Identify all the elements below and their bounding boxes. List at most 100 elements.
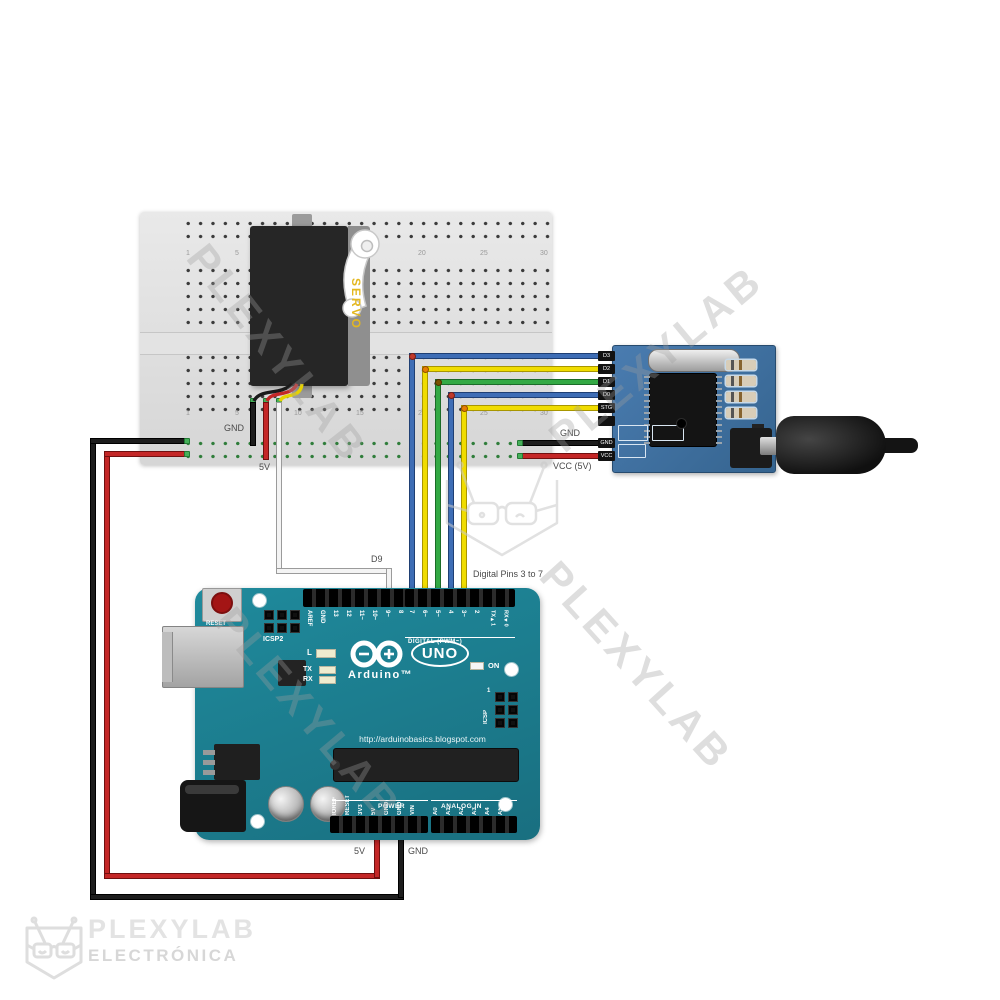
icsp2-pin	[264, 610, 274, 620]
wire-bendpoint	[409, 353, 416, 360]
resistor	[726, 360, 756, 370]
label-servo-5v: 5V	[259, 462, 271, 472]
resonator-component	[278, 660, 306, 686]
led-rx-label: RX	[303, 676, 313, 683]
module-pin-d3: D3	[598, 351, 615, 361]
pin-label: 3~	[460, 610, 466, 617]
bb-col-label: 10	[294, 410, 302, 417]
wire-tip	[517, 453, 523, 459]
pin-label: 5~	[434, 610, 440, 617]
icsp-pin	[508, 718, 518, 728]
mounting-hole	[252, 593, 267, 608]
wire-signal-d7-h	[409, 353, 606, 359]
label-module-vcc: VCC (5V)	[553, 461, 592, 471]
wire-servo-signal-v1	[276, 402, 282, 574]
usb-connector	[162, 626, 244, 688]
wire-servo-signal-h	[276, 568, 392, 574]
silkscreen-line	[332, 800, 428, 801]
pin-label: 12	[345, 610, 351, 617]
module-pin-nc	[598, 416, 615, 426]
pin-label: 8	[397, 610, 403, 614]
wire-signal-d6-h	[422, 366, 606, 372]
silkscreen-box	[618, 444, 646, 458]
bb-col-label: 1	[186, 250, 190, 257]
pin-label: 13	[332, 610, 338, 617]
led-l	[316, 649, 336, 658]
module-pin-d0: D0	[598, 390, 615, 400]
wire-bendpoint	[461, 405, 468, 412]
wire-bendpoint	[422, 366, 429, 373]
pin-label: 6~	[421, 610, 427, 617]
pin-label: IOREF	[332, 796, 338, 815]
servo-body	[250, 226, 348, 386]
dc-plug-cable	[878, 438, 918, 453]
resistor	[726, 392, 756, 402]
brand-logo-icon	[25, 916, 83, 980]
watermark-glasses-icon	[445, 461, 559, 557]
pin-label-rx: RX◄0	[502, 610, 509, 627]
reset-button-cap	[211, 592, 233, 614]
digital-header-right	[405, 589, 515, 607]
power-caption: POWER	[378, 803, 406, 810]
on-label: ON	[488, 661, 500, 670]
bb-col-label: 30	[540, 410, 548, 417]
ic-pins-left	[644, 376, 650, 444]
breadboard-bottom-rails	[182, 437, 554, 463]
led-l-label: L	[307, 648, 312, 657]
digital-header-left	[303, 589, 409, 607]
icsp2-pin	[264, 623, 274, 633]
bb-col-label: 1	[186, 410, 190, 417]
icsp-label: ICSP	[483, 709, 489, 724]
icsp2-pin	[277, 610, 287, 620]
brand-subtitle: ELECTRÓNICA	[88, 946, 239, 965]
icsp2-pin	[277, 623, 287, 633]
wire-bendpoint	[448, 392, 455, 399]
dc-plug-body	[776, 416, 886, 474]
bb-col-label: 15	[356, 410, 364, 417]
pin-label: A5	[498, 807, 504, 815]
bb-col-label: 20	[418, 250, 426, 257]
ic-pins-right	[716, 376, 722, 444]
servo-cable	[252, 382, 304, 403]
pin-label: AREF	[306, 610, 312, 627]
bb-col-label: 5	[235, 250, 239, 257]
module-pin-gnd: GND	[598, 438, 615, 448]
capacitor	[268, 786, 304, 822]
pin-label: A1	[446, 807, 452, 815]
wire-signal-d5-h	[435, 379, 606, 385]
bb-col-label: 30	[540, 250, 548, 257]
pin-label: VIN	[410, 804, 416, 815]
module-pin-d2: D2	[598, 364, 615, 374]
silkscreen-box	[652, 425, 684, 441]
brand-name: PLEXYLAB	[88, 914, 257, 944]
analog-header	[431, 816, 517, 833]
silkscreen-box	[618, 425, 648, 441]
arduino-brand-text: Arduino™	[348, 669, 414, 681]
wire-servo-gnd-jumper	[250, 402, 256, 446]
led-rx	[319, 676, 336, 684]
bb-col-label: 25	[480, 410, 488, 417]
label-uno-gnd: GND	[408, 846, 428, 856]
pin-label: A3	[472, 807, 478, 815]
mcu-notch	[330, 760, 340, 770]
servo-label: SERVO	[349, 278, 363, 330]
icsp-pin	[495, 692, 505, 702]
arduino-board	[195, 588, 540, 840]
icsp2-label: ICSP2	[263, 636, 284, 643]
led-tx-label: TX	[303, 666, 312, 673]
pin-label: 10~	[371, 610, 377, 621]
icsp-pin	[495, 718, 505, 728]
regulator-leg	[203, 770, 215, 775]
wire-gnd-loop-htop	[90, 438, 188, 444]
ic-dot	[676, 418, 687, 429]
regulator-leg	[203, 750, 215, 755]
icsp-pin1-label: 1	[487, 688, 491, 694]
silkscreen-line	[431, 800, 517, 801]
uno-badge: UNO	[411, 640, 469, 667]
bb-col-label: 20	[418, 410, 426, 417]
icsp2-pin	[290, 623, 300, 633]
voltage-regulator	[214, 744, 260, 780]
power-header	[330, 816, 428, 833]
pin-label: A2	[459, 807, 465, 815]
